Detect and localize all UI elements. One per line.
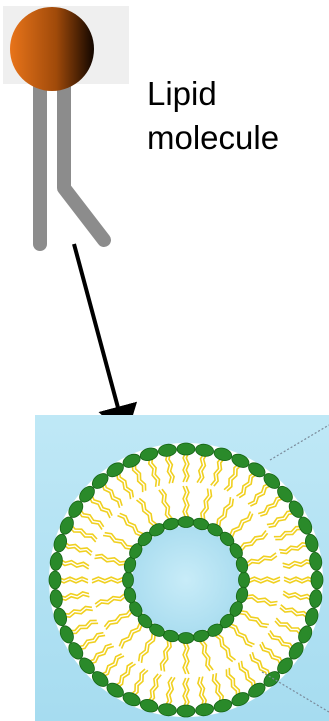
lipid-tail-right <box>64 84 104 240</box>
label-line-1: Lipid <box>147 72 279 116</box>
outer-lipid-head <box>311 571 323 589</box>
inner-lipid-head <box>239 572 250 588</box>
outer-lipid-head <box>177 705 195 717</box>
lipid-head <box>10 7 94 91</box>
inner-lipid-head <box>178 517 194 528</box>
lipid-molecule-label: Lipid molecule <box>147 72 279 160</box>
inner-lipid-head <box>178 633 194 644</box>
outer-lipid-head <box>49 571 61 589</box>
label-line-2: molecule <box>147 116 279 160</box>
outer-lipid-head <box>177 443 195 455</box>
lipid-molecule-icon <box>3 6 129 244</box>
liposome-vesicle-icon <box>35 415 329 721</box>
arrow-icon <box>74 244 124 430</box>
inner-lipid-head <box>123 572 134 588</box>
